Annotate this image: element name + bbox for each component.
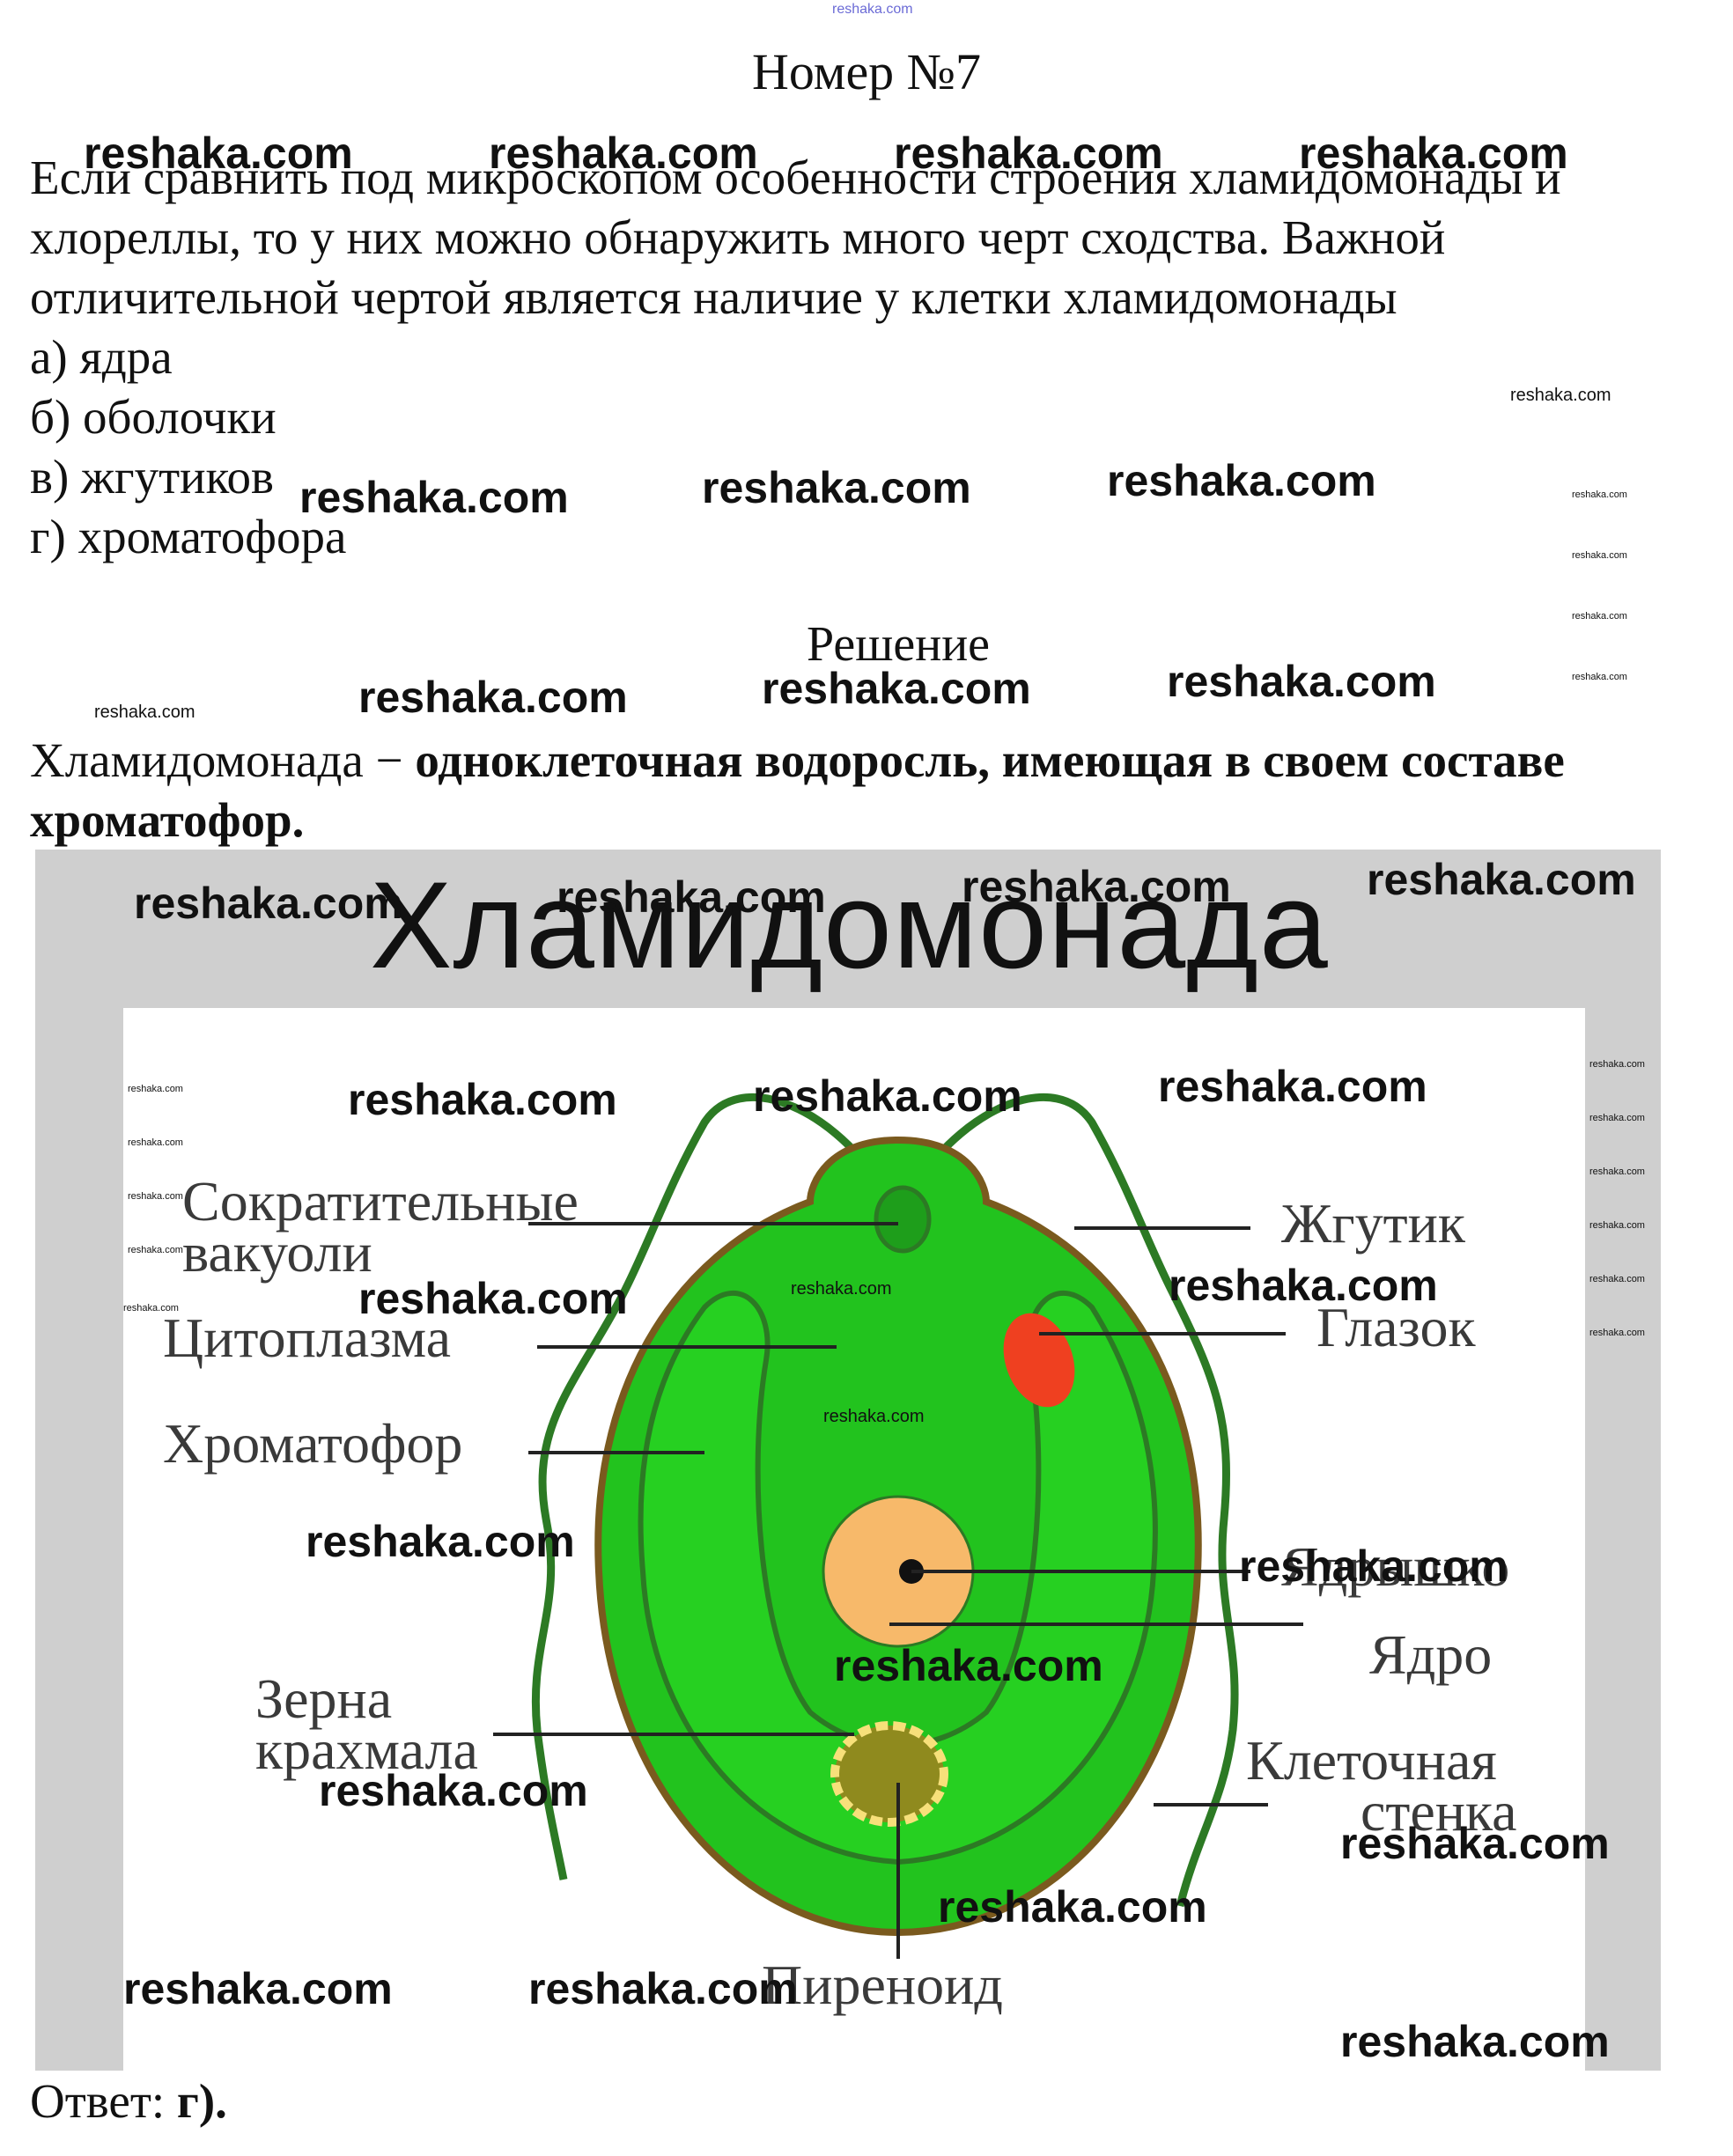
answer: Ответ: г). (30, 2073, 227, 2129)
watermark: reshaka.com (128, 1137, 183, 1148)
question-block: Если сравнить под микроскопом особенност… (30, 148, 1712, 567)
watermark: reshaka.com (306, 1517, 575, 1566)
watermark: reshaka.com (1589, 1220, 1645, 1231)
option-c: в) жгутиков (30, 450, 274, 504)
watermark: reshaka.com (834, 1641, 1103, 1690)
watermark: reshaka.com (702, 463, 971, 512)
page-title: Номер №7 (751, 43, 982, 100)
watermark: reshaka.com (1340, 1819, 1610, 1868)
watermark: reshaka.com (319, 1766, 588, 1815)
solution-text-plain: Хламидомонада − (30, 733, 416, 787)
watermark: reshaka.com (823, 1407, 925, 1426)
answer-value: г). (176, 2074, 227, 2128)
label-starch-2: крахмала (255, 1718, 478, 1781)
watermark: reshaka.com (1169, 1261, 1438, 1310)
watermark: reshaka.com (358, 1274, 628, 1323)
watermark: reshaka.com (894, 129, 1163, 178)
watermark: reshaka.com (791, 1279, 892, 1299)
option-b: б) оболочки (30, 390, 277, 444)
option-d: г) хроматофора (30, 510, 347, 563)
watermark: reshaka.com (1167, 657, 1436, 706)
watermark: reshaka.com (348, 1075, 617, 1124)
watermark: reshaka.com (753, 1071, 1022, 1121)
watermark: reshaka.com (299, 473, 569, 522)
label-nucleus: Ядро (1369, 1623, 1493, 1686)
solution-heading: Решение (806, 617, 991, 672)
watermark: reshaka.com (528, 1964, 798, 2013)
label-chromatophore: Хроматофор (163, 1412, 463, 1475)
watermark: reshaka.com (1510, 386, 1611, 405)
question-text: Если сравнить под микроскопом особенност… (30, 151, 1561, 324)
watermark: reshaka.com (1367, 855, 1636, 904)
watermark: reshaka.com (123, 1303, 179, 1313)
watermark: reshaka.com (962, 862, 1231, 911)
watermark: reshaka.com (358, 673, 628, 722)
solution-text: Хламидомонада − одноклеточная водоросль,… (30, 731, 1721, 850)
watermark: reshaka.com (134, 879, 403, 928)
watermark: reshaka.com (557, 872, 826, 922)
watermark: reshaka.com (489, 129, 758, 178)
watermark: reshaka.com (1340, 2017, 1610, 2066)
watermark: reshaka.com (128, 1191, 183, 1202)
answer-label: Ответ: (30, 2074, 166, 2128)
watermark: reshaka.com (94, 703, 195, 722)
leader-lines (493, 1222, 1303, 1959)
flagellum-right (912, 1093, 1239, 1908)
label-contractile-2: вакуоли (182, 1221, 372, 1284)
pyrenoid (830, 1721, 948, 1827)
watermark: reshaka.com (762, 664, 1031, 713)
watermark: reshaka.com (1589, 1059, 1645, 1070)
watermark: reshaka.com (1572, 672, 1627, 682)
watermark: reshaka.com (1239, 1542, 1508, 1591)
contractile-vacuole (874, 1185, 932, 1254)
watermark: reshaka.com (1589, 1113, 1645, 1123)
watermark: reshaka.com (128, 1084, 183, 1094)
watermark: reshaka.com (1572, 550, 1627, 561)
figure-title: Хламидомонада (370, 856, 1329, 994)
watermark: reshaka.com (1299, 129, 1568, 178)
label-cytoplasm: Цитоплазма (163, 1306, 452, 1369)
site-link[interactable]: reshaka.com (832, 2, 913, 17)
flagellum-left (531, 1093, 884, 1880)
chlamydomonas-figure: Хламидомонада Сократител (35, 850, 1661, 2071)
eyespot (1003, 1313, 1075, 1408)
label-eyespot: Глазок (1316, 1296, 1476, 1358)
label-pyrenoid: Пиреноид (762, 1954, 1003, 2016)
watermark: reshaka.com (1158, 1062, 1427, 1111)
chromatophore (638, 1290, 1158, 1865)
watermark: reshaka.com (84, 129, 353, 178)
watermark: reshaka.com (123, 1964, 393, 2013)
watermark: reshaka.com (1589, 1328, 1645, 1338)
watermark: reshaka.com (1572, 611, 1627, 622)
option-a: а) ядра (30, 330, 173, 384)
watermark: reshaka.com (1589, 1274, 1645, 1284)
solution-text-bold: одноклеточная водоросль, имеющая в своем… (30, 733, 1565, 847)
watermark: reshaka.com (128, 1245, 183, 1255)
watermark: reshaka.com (1572, 489, 1627, 500)
cell-diagram (493, 1093, 1303, 1959)
label-cell-wall-1: Клеточная (1246, 1729, 1497, 1792)
label-flagellum: Жгутик (1281, 1192, 1465, 1255)
watermark: reshaka.com (1107, 456, 1376, 505)
label-cell-wall-2: стенка (1361, 1780, 1517, 1843)
watermark: reshaka.com (1589, 1166, 1645, 1177)
label-starch-1: Зерна (255, 1667, 393, 1730)
label-contractile-1: Сократительные (182, 1170, 579, 1233)
watermark: reshaka.com (938, 1882, 1207, 1932)
label-nucleolus: Ядрышко (1281, 1535, 1510, 1598)
